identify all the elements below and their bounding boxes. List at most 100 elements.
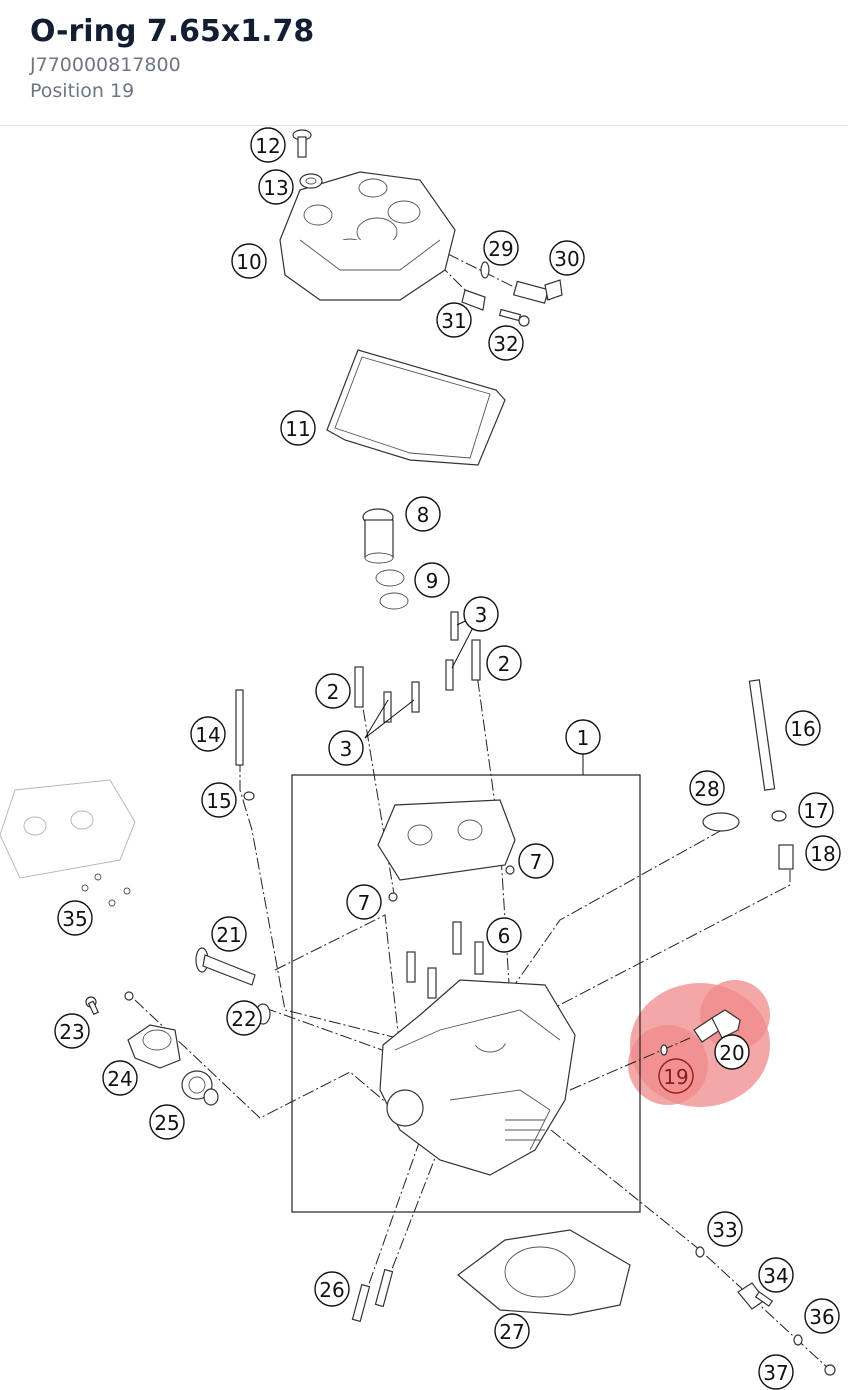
part-header: O-ring 7.65x1.78 J770000817800 Position … bbox=[0, 0, 848, 126]
callout-2-2[interactable]: 2 bbox=[486, 645, 522, 681]
callout-label: 37 bbox=[763, 1361, 788, 1385]
assembly-frame bbox=[291, 774, 641, 1213]
callout-7-2[interactable]: 7 bbox=[346, 884, 382, 920]
exhaust-stud-a bbox=[351, 1283, 371, 1323]
callout-label: 31 bbox=[441, 309, 466, 333]
callout-label: 16 bbox=[790, 717, 815, 741]
callout-7[interactable]: 7 bbox=[518, 843, 554, 879]
callout-31[interactable]: 31 bbox=[436, 302, 472, 338]
thermostat-bolt-23 bbox=[85, 996, 100, 1016]
valve-guides bbox=[406, 921, 484, 999]
callout-label: 10 bbox=[236, 250, 261, 274]
valve-cover bbox=[279, 171, 456, 301]
washer-36 bbox=[793, 1334, 803, 1346]
callout-34[interactable]: 34 bbox=[758, 1257, 794, 1293]
callout-16[interactable]: 16 bbox=[785, 710, 821, 746]
callout-2[interactable]: 2 bbox=[315, 673, 351, 709]
callout-23[interactable]: 23 bbox=[54, 1013, 90, 1049]
plug-bolt bbox=[195, 947, 256, 986]
callout-label: 32 bbox=[493, 332, 518, 356]
sensor-34 bbox=[737, 1282, 774, 1310]
leader-lines bbox=[364, 613, 481, 739]
callout-label: 11 bbox=[285, 417, 310, 441]
cover-bolt bbox=[292, 129, 312, 158]
temperature-sensor bbox=[693, 1009, 741, 1043]
sealing-ring-33 bbox=[695, 1246, 705, 1258]
callout-label: 26 bbox=[319, 1278, 344, 1302]
washer-left bbox=[243, 791, 255, 801]
callout-label: 3 bbox=[340, 737, 353, 761]
camshaft-bearing-bridge bbox=[377, 799, 516, 902]
callout-18[interactable]: 18 bbox=[805, 835, 841, 871]
callout-label: 9 bbox=[426, 569, 439, 593]
callout-12[interactable]: 12 bbox=[250, 127, 286, 163]
callout-6[interactable]: 6 bbox=[486, 917, 522, 953]
callout-label: 7 bbox=[358, 891, 371, 915]
callout-27[interactable]: 27 bbox=[494, 1313, 530, 1349]
callout-17[interactable]: 17 bbox=[798, 792, 834, 828]
callouts: 1223367789101112131415161718192021222324… bbox=[54, 127, 841, 1390]
callout-15[interactable]: 15 bbox=[201, 782, 237, 818]
callout-29[interactable]: 29 bbox=[483, 230, 519, 266]
callout-label: 12 bbox=[255, 134, 280, 158]
bearing-bridge-reference bbox=[0, 779, 136, 907]
callout-label: 2 bbox=[498, 652, 511, 676]
breather-clip bbox=[461, 289, 486, 311]
callout-36[interactable]: 36 bbox=[804, 1298, 840, 1334]
callout-22[interactable]: 22 bbox=[226, 1000, 262, 1036]
callout-11[interactable]: 11 bbox=[280, 410, 316, 446]
callout-3[interactable]: 3 bbox=[328, 730, 364, 766]
callout-20[interactable]: 20 bbox=[714, 1034, 750, 1070]
callout-32[interactable]: 32 bbox=[488, 325, 524, 361]
callout-label: 14 bbox=[195, 723, 220, 747]
callout-label: 25 bbox=[154, 1111, 179, 1135]
callout-25[interactable]: 25 bbox=[149, 1104, 185, 1140]
callout-14[interactable]: 14 bbox=[190, 716, 226, 752]
callout-33[interactable]: 33 bbox=[707, 1211, 743, 1247]
callout-label: 30 bbox=[554, 247, 579, 271]
breather-bolt bbox=[498, 308, 530, 327]
callout-26[interactable]: 26 bbox=[314, 1271, 350, 1307]
part-number: J770000817800 bbox=[30, 54, 181, 76]
o-ring-lower bbox=[379, 592, 409, 610]
cylinder-head bbox=[379, 979, 576, 1176]
callout-21[interactable]: 21 bbox=[211, 916, 247, 952]
callout-label: 22 bbox=[231, 1007, 256, 1031]
breather-washer bbox=[480, 261, 490, 279]
callout-8[interactable]: 8 bbox=[405, 496, 441, 532]
callout-label: 3 bbox=[475, 603, 488, 627]
stud-right bbox=[748, 679, 776, 791]
callout-label: 8 bbox=[417, 503, 430, 527]
bearing-bolts bbox=[354, 611, 481, 723]
nut-37 bbox=[824, 1364, 836, 1376]
o-ring-upper bbox=[375, 569, 405, 587]
callout-label: 2 bbox=[327, 680, 340, 704]
callout-24[interactable]: 24 bbox=[102, 1060, 138, 1096]
callout-label: 35 bbox=[62, 907, 87, 931]
callout-9[interactable]: 9 bbox=[414, 562, 450, 598]
callout-3-2[interactable]: 3 bbox=[463, 596, 499, 632]
callout-37[interactable]: 37 bbox=[758, 1354, 794, 1390]
callout-label: 15 bbox=[206, 789, 231, 813]
callout-label: 6 bbox=[498, 924, 511, 948]
callout-label: 20 bbox=[719, 1041, 744, 1065]
callout-10[interactable]: 10 bbox=[231, 243, 267, 279]
callout-label: 23 bbox=[59, 1020, 84, 1044]
callout-35[interactable]: 35 bbox=[57, 900, 93, 936]
callout-13[interactable]: 13 bbox=[258, 169, 294, 205]
o-ring-19 bbox=[660, 1044, 668, 1056]
breather-hose-fitting bbox=[512, 279, 563, 304]
callout-1[interactable]: 1 bbox=[565, 719, 601, 755]
callout-30[interactable]: 30 bbox=[549, 240, 585, 276]
callout-label: 27 bbox=[499, 1320, 524, 1344]
callout-label: 1 bbox=[577, 726, 590, 750]
callout-label: 18 bbox=[810, 842, 835, 866]
callout-label: 7 bbox=[530, 850, 543, 874]
thermostat bbox=[181, 1070, 219, 1106]
callout-label: 19 bbox=[663, 1065, 688, 1089]
highlight-area bbox=[628, 980, 770, 1107]
stud-left bbox=[235, 689, 244, 766]
callout-28[interactable]: 28 bbox=[689, 770, 725, 806]
callout-19[interactable]: 19 bbox=[658, 1058, 694, 1094]
